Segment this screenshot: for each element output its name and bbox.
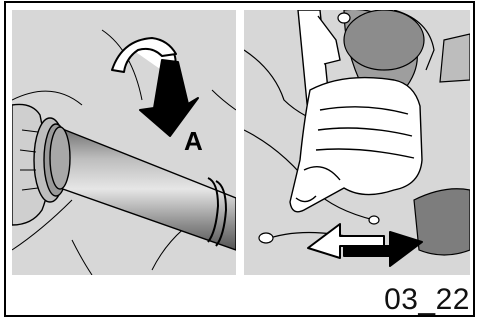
panel-left-illustration: A [12, 10, 236, 275]
double-arrow-icon [308, 224, 422, 266]
callout-letter-a: A [184, 126, 203, 156]
right-illustration-svg [244, 10, 470, 275]
tube-shaft [50, 127, 236, 250]
rotation-arrow-icon [112, 38, 198, 136]
hand-illustration [290, 78, 422, 212]
panel-right-illustration [244, 10, 470, 275]
left-illustration-svg: A [12, 10, 236, 275]
figure-id-label: 03_22 [384, 285, 470, 315]
